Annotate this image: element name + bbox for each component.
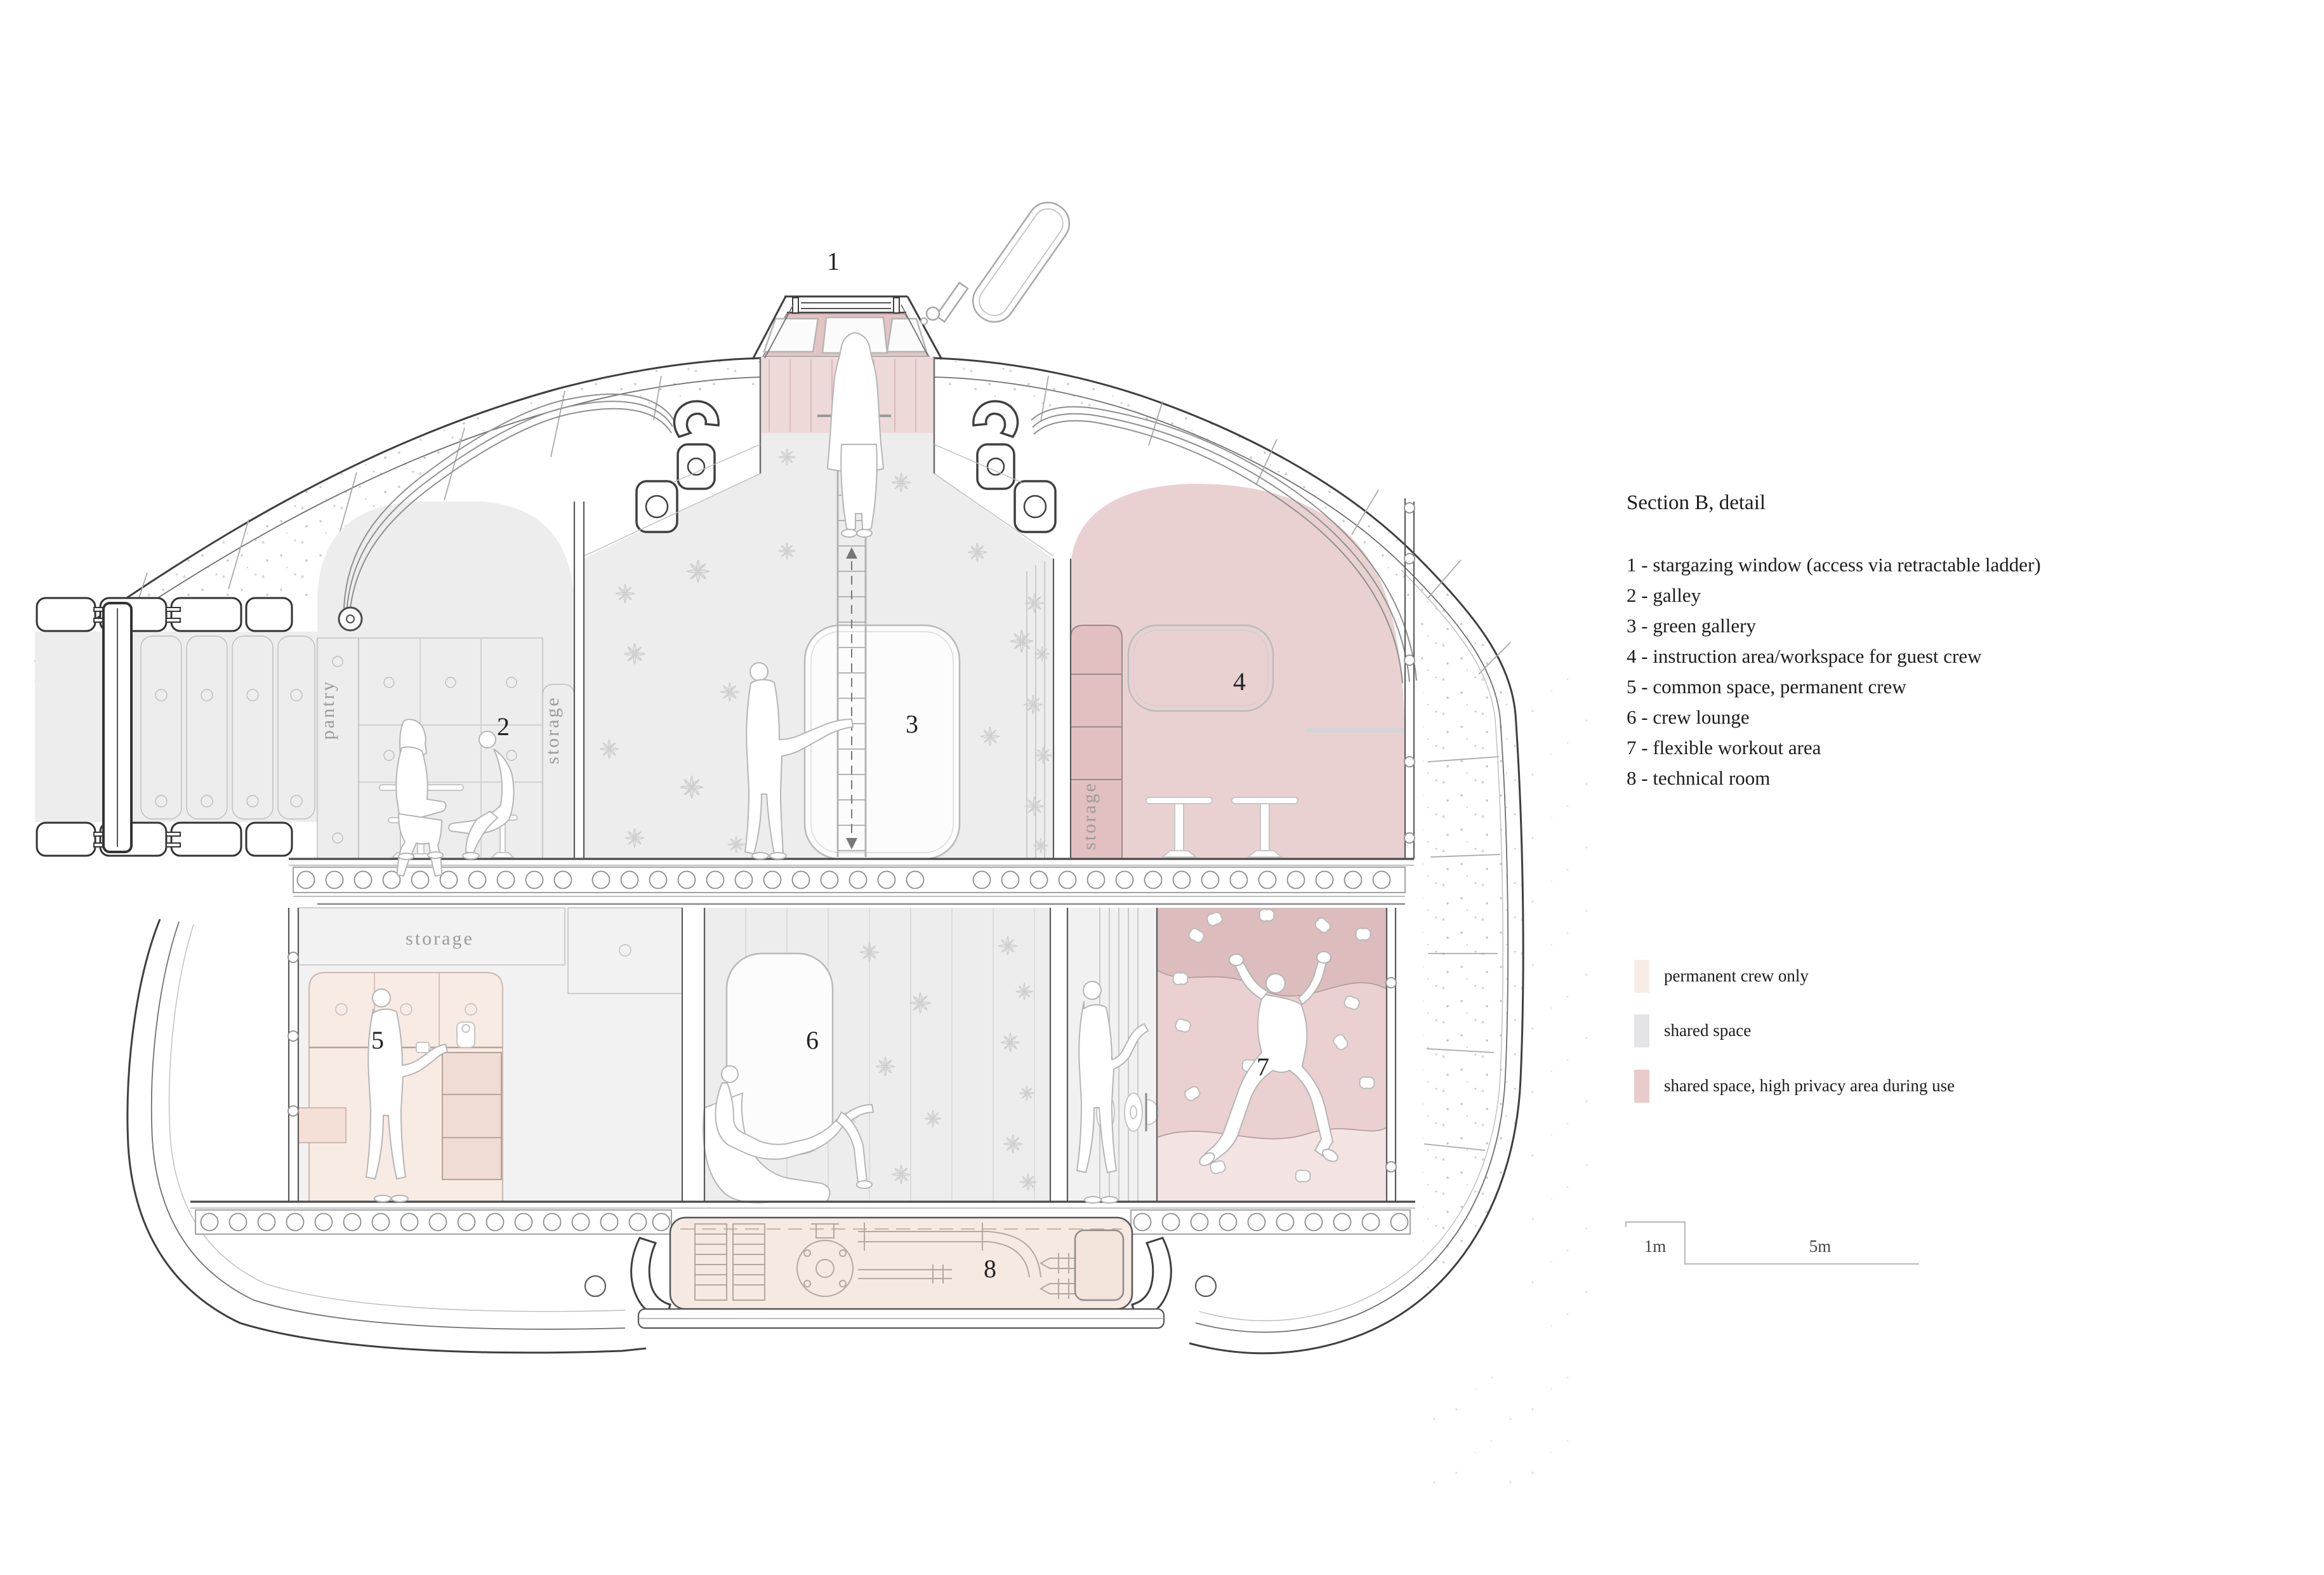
pump [796, 1223, 854, 1297]
tank [1074, 1229, 1125, 1301]
instruction-area-interior [1070, 624, 1405, 860]
scale-bar [1625, 1221, 1919, 1265]
legend-item: 6 - crew lounge [1627, 706, 1750, 728]
pantry-label: pantry [317, 680, 338, 740]
walls [287, 498, 1415, 1202]
figures [366, 332, 1338, 1204]
door-knob [1145, 1098, 1159, 1126]
room-label-5: 5 [371, 1026, 384, 1054]
storage-label-common: storage [406, 928, 474, 949]
legend-item: 8 - technical room [1627, 767, 1770, 789]
chaise-lounge [703, 1093, 831, 1204]
upper-floor [289, 858, 1414, 905]
scale-label-5m: 5m [1809, 1237, 1832, 1256]
zone-label-permanent: permanent crew only [1664, 966, 1809, 985]
room-label-4: 4 [1233, 667, 1246, 696]
figure-gallery-stander [744, 662, 854, 860]
gallery-door [803, 624, 961, 860]
room-number-labels: 1 2 3 4 5 6 7 8 [371, 247, 1269, 1283]
lower-floor [190, 1200, 1415, 1235]
room-instruction [1071, 484, 1405, 859]
technical-room [637, 1216, 1165, 1329]
figure-galley-woman [395, 719, 447, 877]
room-label-2: 2 [497, 712, 510, 741]
zone-swatch-shared [1634, 1014, 1649, 1047]
mug [416, 1042, 431, 1053]
corridor-panel-band-top [36, 597, 293, 632]
corridor-panel-band-bottom [36, 821, 293, 857]
deployable-mirror [920, 201, 1071, 325]
legend: Section B, detail 1 - stargazing window … [1625, 491, 2041, 1265]
room-label-7: 7 [1257, 1053, 1269, 1081]
figure-common-stander [366, 988, 448, 1202]
legend-title: Section B, detail [1627, 491, 1766, 514]
figure-climber [1199, 951, 1338, 1166]
corridor [35, 597, 317, 857]
common-space-interior [298, 907, 683, 1202]
legend-item: 1 - stargazing window (access via retrac… [1627, 554, 2041, 576]
stargazing-cupola [583, 201, 1071, 557]
crew-lounge-interior [703, 908, 1035, 1204]
storage-label-instruction: storage [1079, 781, 1100, 850]
inner-membranes [338, 393, 1417, 684]
annotation-labels: pantry storage storage storage [317, 680, 1100, 949]
storage-label-galley: storage [542, 696, 563, 764]
floor-portholes-upper [296, 870, 1391, 889]
radiator [694, 1223, 765, 1301]
fold-out-table [1127, 624, 1274, 712]
lower-hull [126, 569, 1503, 1354]
figure-vestibule-stander [1076, 981, 1149, 1204]
zone-swatch-permanent [1634, 960, 1649, 993]
bench [298, 1107, 347, 1143]
pedestal-tables [1145, 797, 1298, 858]
pipes [858, 1223, 1041, 1284]
legend-item: 3 - green gallery [1627, 615, 1756, 637]
instruction-storage-shelves [1070, 625, 1123, 860]
legend-item: 4 - instruction area/workspace for guest… [1627, 645, 1982, 667]
climb-wall-dark [1157, 908, 1387, 997]
room-label-3: 3 [906, 710, 918, 738]
room-label-1: 1 [827, 247, 840, 276]
zone-swatch-privacy [1634, 1070, 1649, 1103]
floor-portholes-lower [200, 1213, 1409, 1232]
legend-item: 7 - flexible workout area [1627, 736, 1821, 759]
legend-item: 5 - common space, permanent crew [1627, 675, 1906, 698]
room-label-6: 6 [806, 1026, 819, 1054]
coffee-machine [456, 1021, 475, 1048]
zone-key: permanent crew only shared space shared … [1634, 960, 1955, 1103]
legend-item: 2 - galley [1627, 584, 1701, 606]
figure-galley-man [448, 731, 515, 860]
scale-label-1m: 1m [1644, 1237, 1667, 1256]
ladder-travel-arrow [846, 547, 857, 849]
drawer-unit [442, 1052, 502, 1180]
figure-cupola-sitter [827, 332, 884, 538]
wall-rivets [287, 502, 1415, 1173]
legend-items: 1 - stargazing window (access via retrac… [1627, 554, 2041, 789]
zone-label-privacy: shared space, high privacy area during u… [1664, 1076, 1955, 1095]
room-label-8: 8 [984, 1254, 996, 1283]
figure-lounger [715, 1065, 874, 1189]
zone-label-shared: shared space [1664, 1021, 1751, 1040]
corridor-wall-panels [140, 635, 315, 820]
